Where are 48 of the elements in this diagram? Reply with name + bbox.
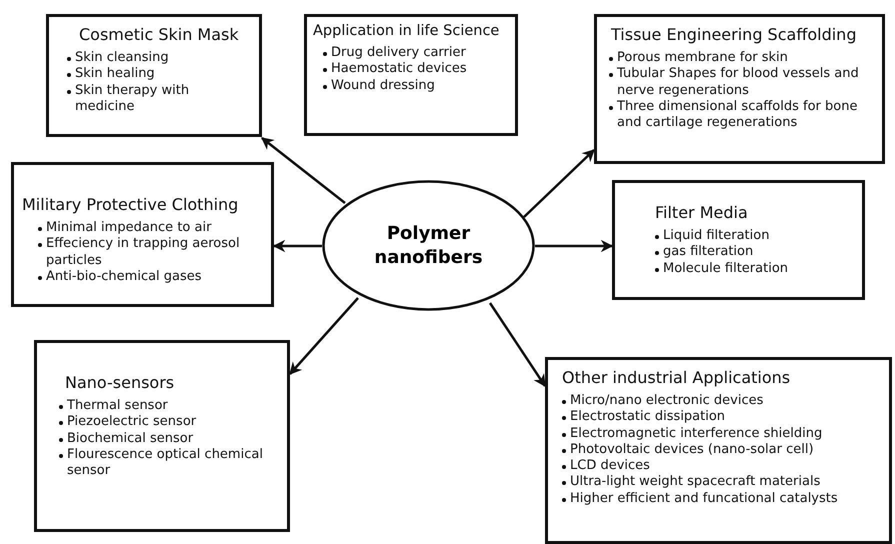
application-box [46,14,262,137]
bullet-item: Skin healing [67,66,251,82]
center-label: Polymer nanofibers [373,222,484,269]
bullet-item: Electromagnetic interference shielding [562,426,881,442]
bullet-item: Higher efficient and funcational catalysts [562,490,881,507]
application-box [612,180,865,300]
bullet-item: Porous membrane for skin [609,50,874,66]
box-heading: Other industrial Applications [562,368,792,387]
bullet-item: Liquid filteration [655,228,854,244]
bullet-item: Skin therapy with medicine [67,82,251,115]
bullet-item: gas filteration [655,244,854,260]
arrow [535,240,614,252]
arrow [523,149,595,218]
bullet-item: Anti-bio-chemical gases [38,268,263,285]
bullet-item: Flourescence optical chemical sensor [59,446,279,480]
box-heading: Application in life Science [313,23,500,39]
application-box [11,162,274,307]
bullet-item: Three dimensional scaffolds for bone and cartilage regenerations [609,98,874,132]
box-heading: Military Protective Clothing [22,195,240,214]
box-heading: Filter Media [655,203,749,222]
arrow [261,137,346,204]
arrow [272,240,322,252]
application-box [545,357,892,544]
application-box [304,14,518,136]
bullet-item: Wound dressing [323,78,509,94]
bullet-item: Molecule filteration [655,260,854,277]
bullet-item: Thermal sensor [59,398,279,414]
bullet-item: Photovoltaic devices (nano-solar cell) [562,442,881,458]
bullet-item: Skin cleansing [67,50,251,66]
arrow [488,302,546,388]
bullet-item: LCD devices [562,458,881,474]
arrow [289,297,359,375]
box-heading: Tissue Engineering Scaffolding [611,25,858,44]
bullet-item: Electrostatic dissipation [562,409,881,426]
application-box [34,340,290,532]
box-heading: Nano-sensors [65,373,176,392]
bullet-item: Drug delivery carrier [323,45,509,62]
bullet-item: Haemostatic devices [323,61,509,78]
bullet-item: Tubular Shapes for blood vessels and nerve regenerations [609,66,874,99]
bullet-item: Piezoelectric sensor [59,414,279,430]
bullet-item: Minimal impedance to air [38,220,263,236]
center-ellipse [322,180,535,311]
bullet-item: Biochemical sensor [59,430,279,447]
bullet-item: Micro/nano electronic devices [562,393,881,410]
bullet-item: Ultra-light weight spacecraft materials [562,474,881,490]
application-box [594,14,885,164]
box-heading: Cosmetic Skin Mask [79,25,240,44]
bullet-item: Effeciency in trapping aerosol particles [38,236,263,269]
